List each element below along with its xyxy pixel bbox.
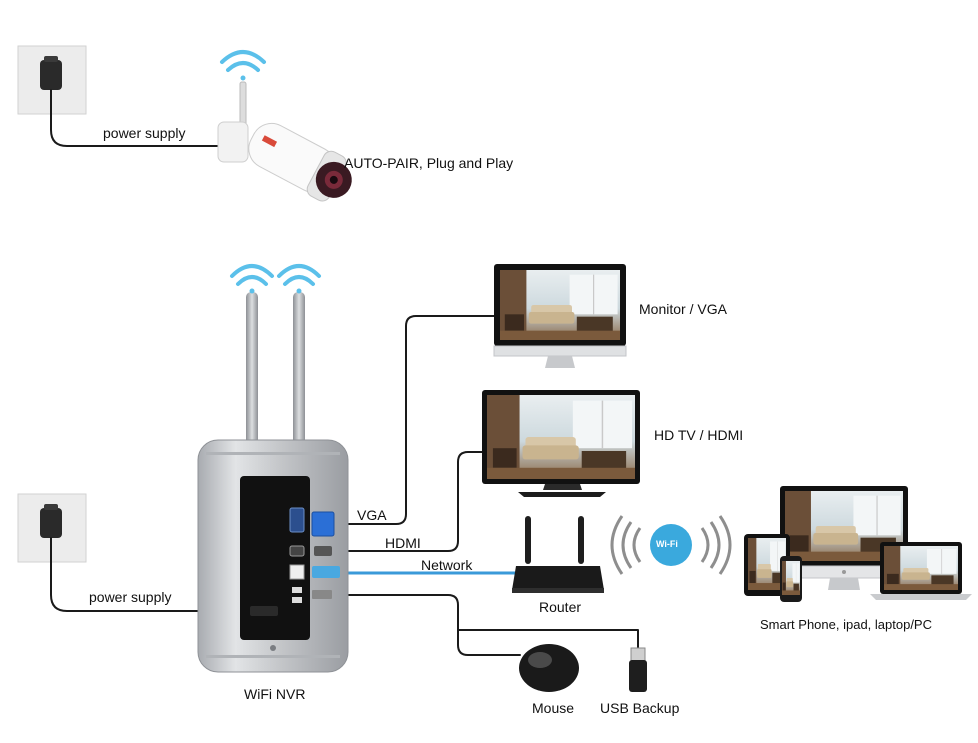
mouse-cable [339,594,521,656]
power-supply-top-label: power supply [103,125,186,141]
wifi-badge-label: Wi-Fi [656,539,678,549]
usb-cable [457,629,639,649]
lan-plug [312,566,340,578]
nvr-label: WiFi NVR [244,686,306,702]
usb-stick [629,647,647,692]
hdmi-plug [314,546,332,556]
router [512,516,604,593]
power-cable-nvr [50,537,251,612]
wifi-icon [220,50,266,81]
wifi-icon [230,264,321,294]
bullet-camera [217,50,352,202]
network-label: Network [421,557,473,573]
cables [50,89,639,656]
lan-port [289,564,305,580]
wall-outlet-bottom [17,493,87,563]
hd-tv [482,390,640,497]
mouse-label: Mouse [532,700,575,716]
power-cable-camera [50,89,223,147]
mouse [519,644,579,692]
hdmi-port [289,545,305,557]
vga-plug [311,511,335,537]
usb-port-1 [292,587,302,593]
usb-backup-label: USB Backup [600,700,680,716]
power-supply-bottom-label: power supply [89,589,172,605]
vga-label: VGA [357,507,387,523]
power-plug [250,606,278,616]
usb-port-2 [292,597,302,603]
hdmi-cable [331,451,485,552]
wifi-badge-icon [650,524,692,566]
monitor [493,264,627,368]
hdtv-label: HD TV / HDMI [654,427,744,443]
hdmi-label: HDMI [385,535,421,551]
router-label: Router [539,599,582,615]
usb-plug [312,590,332,599]
client-devices [744,486,972,602]
camera-label: AUTO-PAIR, Plug and Play [344,155,514,171]
monitor-label: Monitor / VGA [639,301,727,317]
nvr-device [197,264,349,673]
vga-port [289,507,305,533]
devices-label: Smart Phone, ipad, laptop/PC [760,617,932,632]
wifi-signal [610,515,732,575]
vga-cable [331,315,497,525]
